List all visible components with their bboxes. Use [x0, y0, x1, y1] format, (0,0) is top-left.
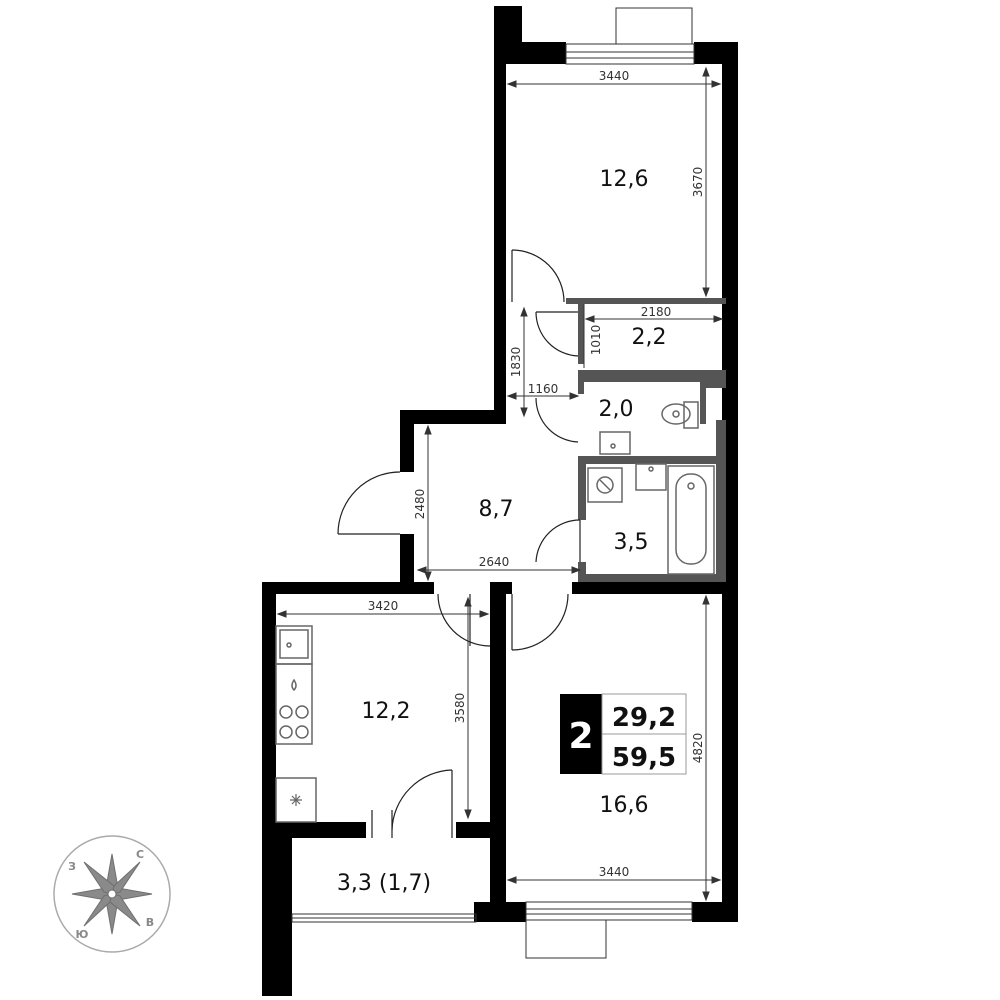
- compass-south: Ю: [76, 928, 89, 941]
- area-kitchen: 12,2: [362, 699, 411, 724]
- partition-toilet-right2: [716, 420, 726, 460]
- partition-storage-left: [578, 298, 584, 364]
- dim-kitchen-depth: 3580: [453, 693, 467, 724]
- compass-north: С: [136, 848, 144, 861]
- bath-sink: [635, 463, 667, 491]
- doors: [337, 249, 581, 838]
- total-area-value: 59,5: [612, 743, 676, 773]
- wall-left-upper: [494, 42, 506, 414]
- toilet-sink: [599, 431, 631, 455]
- fridge: [275, 777, 317, 823]
- wall-kitchen-bottom-left: [262, 822, 366, 838]
- window-living: [525, 901, 693, 921]
- compass-east: В: [146, 916, 154, 929]
- wall-top-stub: [494, 6, 522, 42]
- partition-bath-bottom: [578, 574, 726, 582]
- wall-kitchen-top: [262, 582, 434, 594]
- dim-corridor-length: 1830: [509, 347, 523, 378]
- dim-living-width: 3440: [599, 865, 630, 879]
- window-bedroom: [565, 43, 695, 65]
- compass-rose: С В Ю З: [53, 835, 171, 953]
- toilet-bowl: [661, 403, 691, 425]
- area-hall: 8,7: [479, 497, 514, 522]
- wall-hall-top: [400, 410, 506, 424]
- wall-top-left: [494, 42, 566, 64]
- area-bedroom: 12,6: [600, 167, 649, 192]
- dim-bedroom-width: 3440: [599, 69, 630, 83]
- window-sill-bedroom: [615, 7, 693, 45]
- dim-storage-depth: 1010: [589, 325, 603, 356]
- partition-toilet-bottom: [578, 456, 726, 464]
- area-toilet: 2,0: [599, 397, 634, 422]
- dimension-labels: 3440 3670 2180 1010 1830 1160 2480 2640 …: [368, 69, 705, 879]
- area-living: 16,6: [600, 793, 649, 818]
- dim-living-depth: 4820: [691, 733, 705, 764]
- wall-balcony-left: [262, 822, 292, 996]
- partition-toilet-right: [700, 382, 706, 424]
- dim-storage-width: 2180: [641, 305, 672, 319]
- partition-bath-left-low: [578, 562, 586, 582]
- toilet-fixture: [683, 401, 699, 429]
- dim-hall-width: 2640: [479, 555, 510, 569]
- partition-toilet-left: [578, 382, 584, 394]
- partition-bath-left: [578, 456, 586, 520]
- window-sill-living: [525, 919, 607, 959]
- wall-living-bottom-left: [474, 902, 526, 922]
- bathtub: [667, 465, 715, 575]
- rooms-count: 2: [568, 716, 593, 757]
- wall-living-bottom-right: [692, 902, 738, 922]
- dim-bedroom-depth: 3670: [691, 167, 705, 198]
- wall-hall-left-top: [400, 410, 414, 472]
- exterior-walls: [262, 6, 738, 996]
- room-labels: 12,6 2,2 2,0 8,7 3,5 12,2 16,6 3,3 (1,7): [337, 167, 667, 896]
- wall-living-top: [572, 582, 732, 594]
- dim-corridor-width: 1160: [528, 382, 559, 396]
- windows: [291, 7, 695, 959]
- wall-hall-left-bottom: [400, 534, 414, 582]
- area-balcony: 3,3 (1,7): [337, 871, 431, 896]
- wall-kitchen-bottom-right: [456, 822, 492, 838]
- compass-west: З: [68, 860, 76, 873]
- living-area-value: 29,2: [612, 703, 676, 733]
- wall-right: [722, 42, 738, 922]
- partition-bedroom-bottom: [566, 298, 726, 304]
- partition-storage-bottom: [578, 370, 726, 382]
- dim-kitchen-width: 3420: [368, 599, 399, 613]
- partitions: [566, 298, 726, 582]
- area-summary-badge: 2 29,2 59,5: [560, 693, 687, 775]
- partition-toilet-right-top: [700, 382, 726, 388]
- kitchen-counter: [275, 663, 313, 745]
- wall-kitchen-living: [490, 582, 506, 922]
- dimension-lines: [276, 66, 724, 902]
- partition-bath-right: [716, 456, 726, 582]
- area-storage: 2,2: [632, 325, 667, 350]
- area-bathroom: 3,5: [614, 530, 649, 555]
- fixtures: [275, 401, 715, 823]
- dim-hall-depth: 2480: [413, 489, 427, 520]
- washing-machine: [587, 467, 623, 503]
